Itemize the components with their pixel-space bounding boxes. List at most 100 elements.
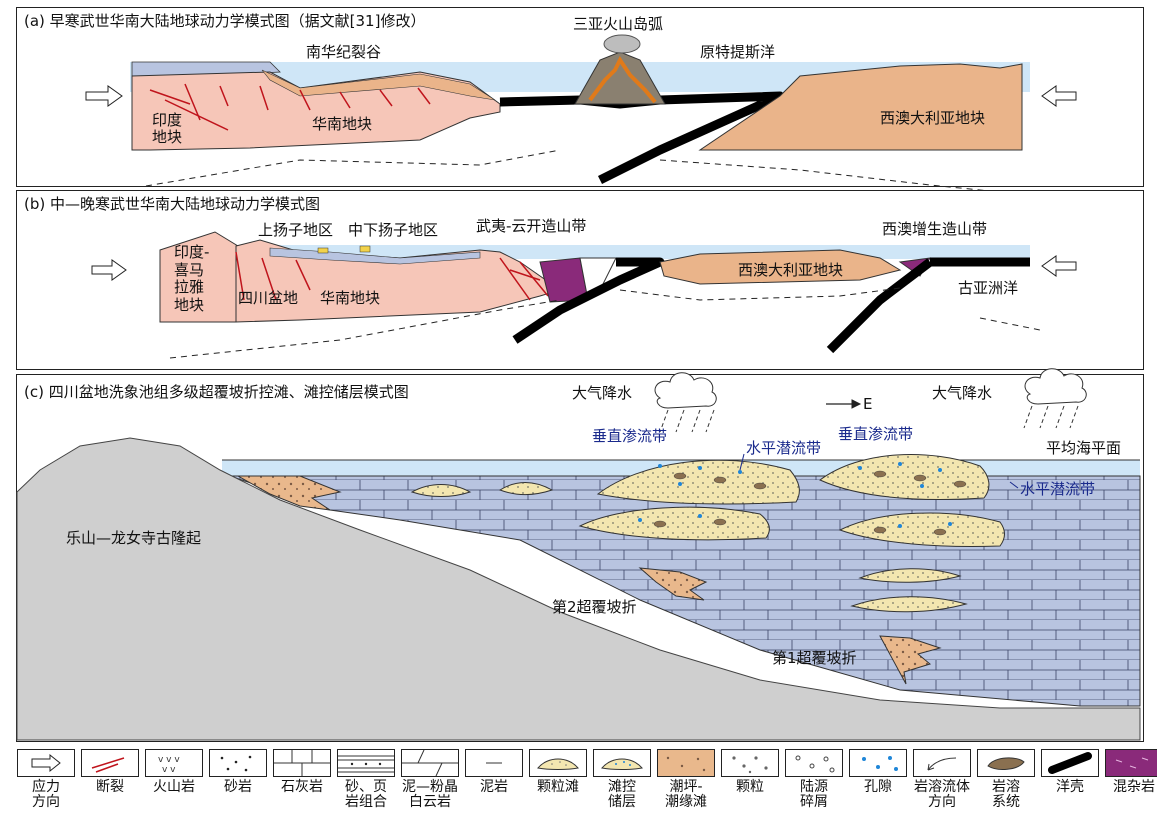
dashed-moho-a [145,149,561,187]
legend-item: 孔隙 [848,749,908,795]
stress-arrow-right-a [1041,85,1077,107]
label-mid-lower-yangtze: 中下扬子地区 [348,221,439,239]
legend-label: 孔隙 [864,779,892,795]
legend-item: 潮坪- 潮缘滩 [656,749,716,811]
label-rain-2: 大气降水 [932,384,993,402]
label-sichuan-basin: 四川盆地 [238,289,299,307]
rain-streaks-2 [1023,405,1079,429]
label-paleo-asian-ocean: 古亚洲洋 [958,279,1019,297]
reservoir-shoal-upper-1 [596,459,800,505]
label-wuyi-yunkai: 武夷-云开造山带 [476,217,587,235]
leader-horizontal-1 [739,453,745,471]
legend-label: 石灰岩 [281,779,323,795]
legend-item: 岩溶 系统 [976,749,1036,811]
label-slope-break-2: 第2超覆坡折 [552,598,637,616]
label-south-china-a: 华南地块 [312,115,373,133]
label-rift: 南华纪裂谷 [306,43,382,61]
legend-label: 潮坪- 潮缘滩 [665,779,707,811]
label-vertical-vadose-2: 垂直渗流带 [838,425,914,443]
label-slope-break-1: 第1超覆坡折 [772,649,857,667]
legend-label: 砂、页 岩组合 [345,779,387,811]
tidal-flat-wedge-2 [638,567,708,601]
shoal-marker-2 [359,245,371,253]
label-horizontal-phreatic-2: 水平潜流带 [1020,480,1096,498]
grain-shoal-1 [410,484,472,497]
faults-b [235,251,549,301]
tidal-flat-wedge-3 [879,635,942,685]
legend-label: 断裂 [96,779,124,795]
pores [638,462,952,528]
panel-c-diagram [16,368,1141,741]
label-upper-yangtze: 上扬子地区 [258,221,334,239]
legend-label: 火山岩 [153,779,195,795]
label-south-china-b: 华南地块 [320,289,381,307]
leshan-longnusi-uplift [16,437,1141,741]
dashed-moho-b [169,299,561,359]
label-horizontal-phreatic-1: 水平潜流带 [746,439,822,457]
w-australia-block-b [659,249,902,285]
legend-label: 泥岩 [480,779,508,795]
legend-label: 颗粒 [736,779,764,795]
label-mean-sea-level: 平均海平面 [1046,439,1122,457]
arc-magma [588,56,657,104]
stress-arrow-left-a [85,85,123,107]
panel-a-diagram [85,34,1077,196]
panel-c-title: (c) 四川盆地洗象池组多级超覆坡折控滩、滩控储层模式图 [24,383,409,401]
rain-cloud-2 [1024,368,1087,405]
legend-item: 泥—粉晶 白云岩 [400,749,460,811]
panel-b-title: (b) 中—晚寒武世华南大陆地球动力学模式图 [24,195,320,213]
label-proto-tethys: 原特提斯洋 [700,43,776,61]
reservoir-shoal-mid-1 [578,506,770,541]
stress-arrow-left-b [91,259,127,281]
legend-label: 泥—粉晶 白云岩 [402,779,458,811]
rain-streaks-1 [659,409,715,433]
grain-shoal-4 [850,596,968,613]
legend-item: 砂、页 岩组合 [336,749,396,811]
label-w-australia-b: 西澳大利亚地块 [738,261,844,279]
legend-item: 应力 方向 [16,749,76,811]
label-w-australia-a: 西澳大利亚地块 [880,109,986,127]
reservoir-shoal-mid-2 [838,512,1005,547]
legend-item: 陆源 碎屑 [784,749,844,811]
legend-label: 应力 方向 [32,779,60,811]
label-rain-1: 大气降水 [572,384,633,402]
leader-horizontal-2 [1009,481,1019,489]
volcano-cloud [603,34,641,54]
legend-item: 岩溶流体 方向 [912,749,972,811]
legend-label: 岩溶流体 方向 [914,779,970,811]
label-paleo-uplift: 乐山—龙女寺古隆起 [66,529,202,547]
grain-shoal-3 [858,568,962,583]
legend-item: 混杂岩 [1104,749,1157,795]
legend-label: 陆源 碎屑 [800,779,828,811]
karst-grains [653,470,967,536]
label-sanya-arc: 三亚火山岛弧 [573,15,664,33]
rain-cloud-1 [654,372,717,409]
oceanic-crust-b [512,257,665,344]
svg-text:v v: v v [162,765,176,775]
legend-item: 颗粒 [720,749,780,795]
legend-item: 滩控 储层 [592,749,652,811]
stress-arrow-right-b [1041,255,1077,277]
east-arrow [826,399,862,409]
label-east: E [863,395,873,413]
legend-label: 砂岩 [224,779,252,795]
rift-sediment [261,69,496,101]
legend-label: 混杂岩 [1113,779,1155,795]
reservoir-shoal-upper-2 [819,454,990,500]
legend-item: 断裂 [80,749,140,795]
legend-item: 洋壳 [1040,749,1100,795]
label-vertical-vadose-1: 垂直渗流带 [592,427,668,445]
legend-label: 颗粒滩 [537,779,579,795]
panel-a-title: (a) 早寒武世华南大陆地球动力学模式图（据文献[31]修改） [24,12,426,30]
panel-b-diagram [91,231,1077,359]
legend-label: 洋壳 [1056,779,1084,795]
oceanic-crust-b2 [826,257,1030,354]
tidal-flat-wedge-1 [236,475,342,511]
shoal-marker-1 [317,247,329,254]
svg-text:v v v: v v v [158,755,180,765]
legend-item: 颗粒滩 [528,749,588,795]
w-australia-block [698,63,1023,151]
label-india-himalaya: 印度- 喜马 拉雅 地块 [174,243,210,315]
